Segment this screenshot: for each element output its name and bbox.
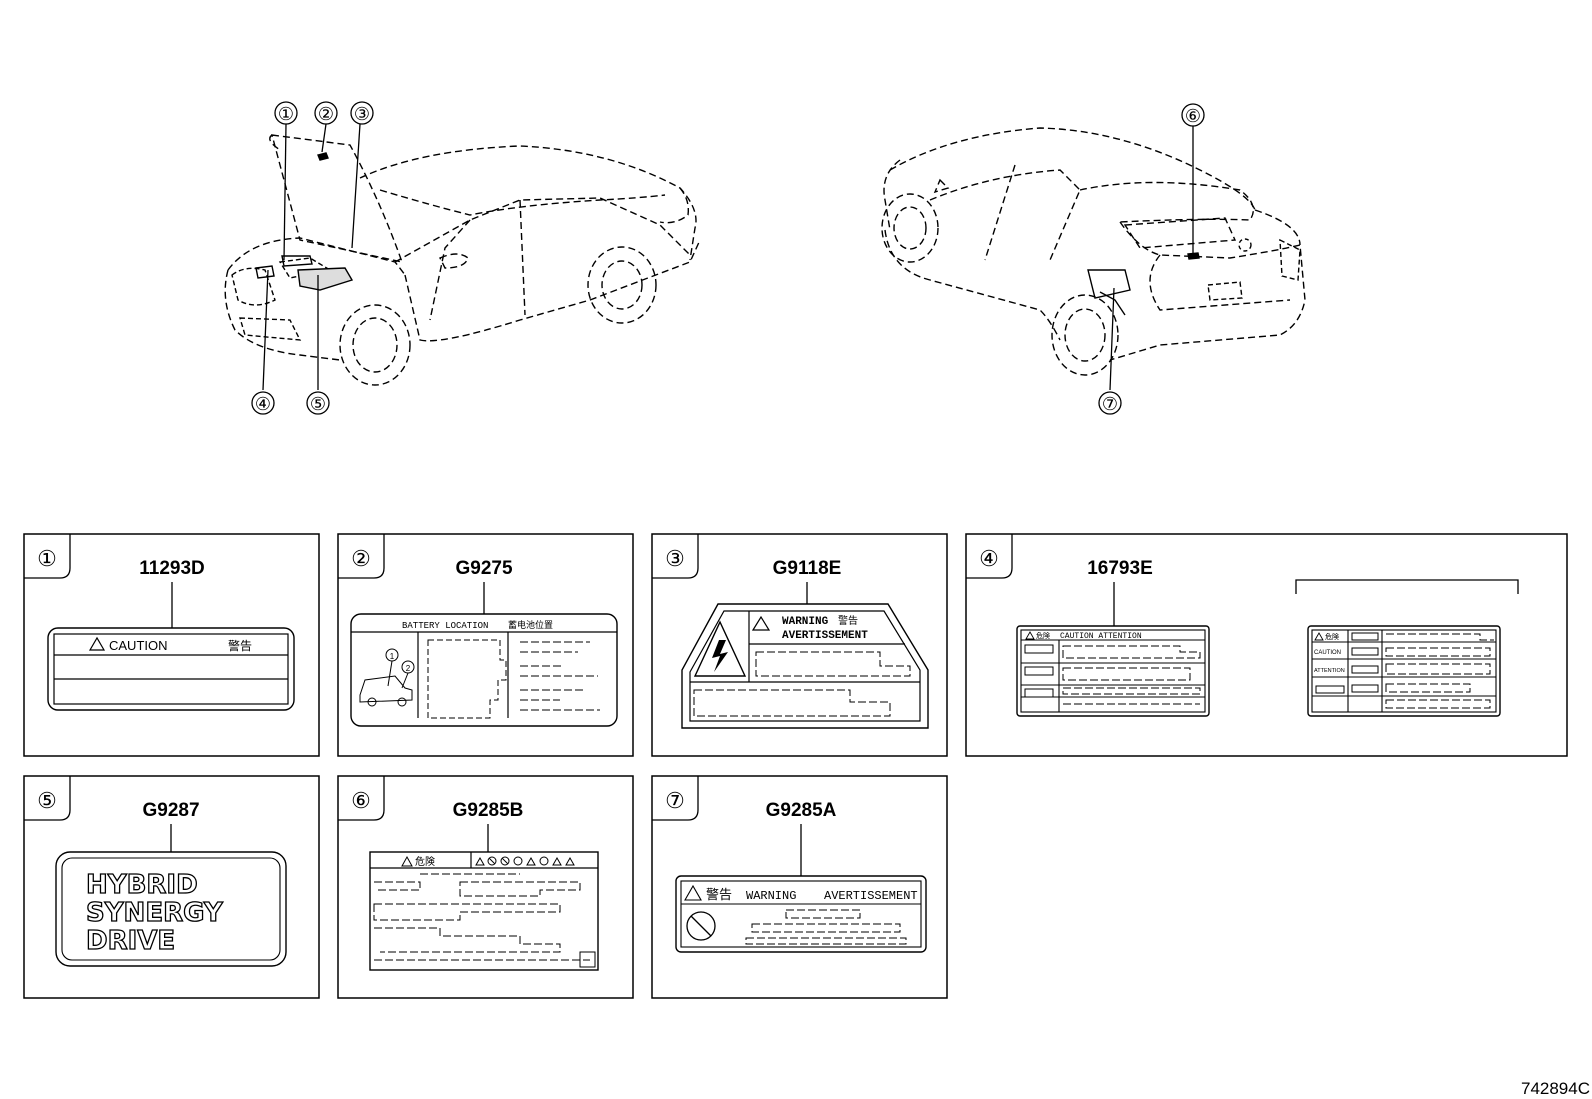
panel-3-warning: WARNING <box>782 616 829 628</box>
panel-7-number: ⑦ <box>665 788 685 813</box>
panel-1-caution: CAUTION <box>109 638 168 653</box>
panel-3-number: ③ <box>665 546 685 571</box>
panel-3-part-number: G9118E <box>773 558 842 579</box>
panel-6-part-number: G9285B <box>453 800 524 821</box>
panel-4-row-attention: ATTENTION <box>1314 668 1345 674</box>
svg-text:1: 1 <box>390 652 395 661</box>
panel-7-avertissement: AVERTISSEMENT <box>824 889 918 903</box>
panel-3-kanji: 警告 <box>838 614 858 627</box>
panel-6-number: ⑥ <box>351 788 371 813</box>
svg-text:2: 2 <box>406 664 411 673</box>
panel-4-caution-attention: CAUTION ATTENTION <box>1060 632 1142 641</box>
panel-5-number: ⑤ <box>37 788 57 813</box>
panel-4-part-number: 16793E <box>1087 558 1153 579</box>
panel-5-part-number: G9287 <box>142 800 199 821</box>
top-callouts: ① ② ③ ④ ⑤ ⑥ ⑦ <box>251 101 1205 415</box>
svg-text:④: ④ <box>255 394 271 414</box>
panel-5-synergy: SYNERGY <box>86 898 224 928</box>
panel-6-symbol-icons <box>475 856 575 866</box>
panel-5-drive: DRIVE <box>86 926 175 956</box>
svg-text:⑤: ⑤ <box>310 394 326 414</box>
mini-car-icon: 1 2 <box>359 648 415 707</box>
panel-2-number: ② <box>351 546 371 571</box>
panel-2-battery-location: BATTERY LOCATION <box>402 621 488 631</box>
panel-1: ① 11293D CAUTION 警告 <box>23 533 320 757</box>
callout-5: ⑤ <box>306 391 330 415</box>
front-car-illustration <box>224 134 701 386</box>
panel-4: ④ 16793E 危険 CAUTION ATTENTION <box>965 533 1568 757</box>
panel-6: ⑥ G9285B 危険 <box>337 775 634 999</box>
panel-1-kanji: 警告 <box>228 638 252 653</box>
panel-2-kanji: 蓄电池位置 <box>508 619 553 630</box>
svg-text:③: ③ <box>354 104 370 124</box>
panel-7-part-number: G9285A <box>766 800 837 821</box>
prohibition-icon <box>686 911 716 941</box>
rear-car-illustration <box>881 127 1306 376</box>
callout-4: ④ <box>251 391 275 415</box>
panel-3: ③ G9118E WARNING 警告 AVERTISSEMENT <box>651 533 948 757</box>
panel-6-kanji: 危険 <box>415 856 435 868</box>
callout-7: ⑦ <box>1098 391 1122 415</box>
panel-4-row-caution: CAUTION <box>1314 650 1341 656</box>
panel-7-warning: WARNING <box>746 889 796 903</box>
panel-7: ⑦ G9285A 警告 WARNING AVERTISSEMENT <box>651 775 948 999</box>
panel-7-kanji: 警告 <box>706 887 732 902</box>
warning-triangle-icon <box>88 636 106 651</box>
callout-3: ③ <box>350 101 374 125</box>
panel-5: ⑤ G9287 HYBRID SYNERGY DRIVE <box>23 775 320 999</box>
electric-hazard-icon <box>693 620 747 677</box>
svg-text:②: ② <box>318 104 334 124</box>
panel-5-hybrid: HYBRID <box>86 870 198 900</box>
front-leader-lines <box>262 123 361 391</box>
callout-1: ① <box>274 101 298 125</box>
svg-text:⑦: ⑦ <box>1102 394 1118 414</box>
panel-1-part-number: 11293D <box>139 558 205 579</box>
panel-2: ② G9275 BATTERY LOCATION 蓄电池位置 1 2 <box>337 533 634 757</box>
svg-text:危険: 危険 <box>1036 631 1050 640</box>
panel-4-number: ④ <box>979 546 999 571</box>
svg-text:危険: 危険 <box>1325 632 1339 641</box>
panel-3-avertissement: AVERTISSEMENT <box>782 630 868 642</box>
diagram-number: 742894C <box>1521 1079 1590 1098</box>
callout-2: ② <box>314 101 338 125</box>
panel-1-number: ① <box>37 546 57 571</box>
callout-6: ⑥ <box>1181 103 1205 127</box>
svg-text:⑥: ⑥ <box>1185 106 1201 126</box>
svg-text:①: ① <box>278 104 294 124</box>
panel-2-part-number: G9275 <box>455 558 512 579</box>
rear-leader-lines <box>1109 126 1194 391</box>
warning-triangle-icon <box>751 615 771 631</box>
warning-triangle-icon <box>684 884 702 901</box>
